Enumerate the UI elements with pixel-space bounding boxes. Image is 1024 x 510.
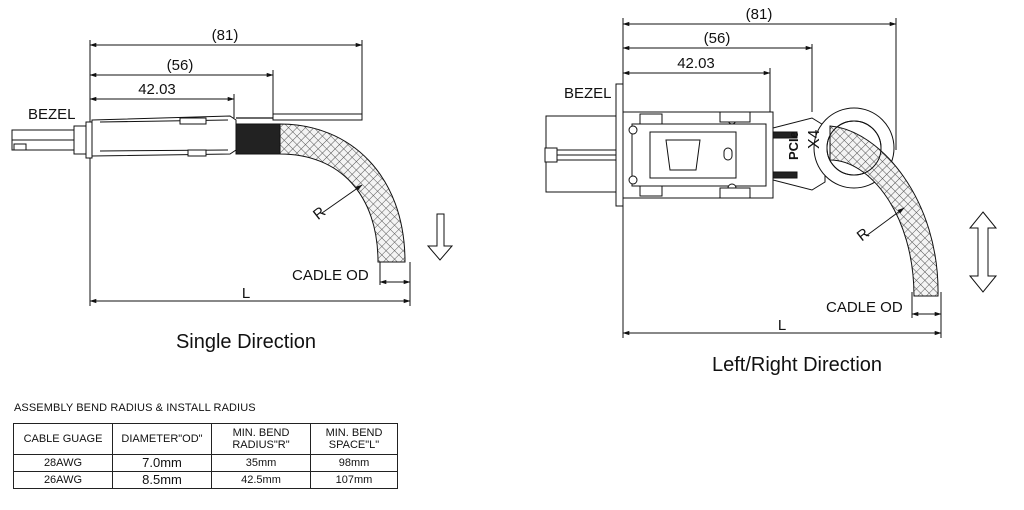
single-direction-view [11,40,454,306]
cell-space: 107mm [310,471,398,489]
dim-56-label: (56) [704,30,731,47]
dim-42-label: 42.03 [677,55,715,72]
cable-od-label: CADLE OD [826,299,903,316]
cell-gauge: 26AWG [13,471,113,489]
radius-label: R [310,203,329,223]
connector-housing [622,111,774,199]
pull-tab [272,113,363,121]
cable-boot [235,123,281,155]
length-label: L [778,317,786,334]
bezel-label: BEZEL [28,106,76,123]
header-min-bend-space: MIN. BEND SPACE"L" [310,423,398,455]
cell-radius: 42.5mm [211,471,311,489]
dim-56-label: (56) [167,57,194,74]
dim-81-label: (81) [212,27,239,44]
cell-diameter: 8.5mm [112,471,212,489]
radius-arrow [865,207,905,237]
dim-81-label: (81) [746,6,773,23]
technical-drawing: (81) (56) 42.03 BEZEL R CADLE OD L Singl… [11,6,998,376]
cell-radius: 35mm [211,454,311,472]
header-diameter: DIAMETER"OD" [112,423,212,455]
x4-label: X4 [806,129,823,149]
radius-label: R [854,225,873,245]
cell-space: 98mm [310,454,398,472]
bezel-plate [615,83,624,207]
table-row: 28AWG 7.0mm 35mm 98mm [13,454,398,472]
table-header-row: CABLE GUAGE DIAMETER"OD" MIN. BEND RADIU… [13,423,398,455]
dim-42-label: 42.03 [138,81,176,98]
bend-radius-table: CABLE GUAGE DIAMETER"OD" MIN. BEND RADIU… [13,423,398,489]
length-label: L [242,285,250,302]
single-direction-caption: Single Direction [176,331,316,353]
connector-plug [544,83,624,207]
cell-gauge: 28AWG [13,454,113,472]
up-down-arrow-icon [968,211,998,293]
radius-arrow [321,184,363,214]
connector-housing [91,113,363,157]
cell-diameter: 7.0mm [112,454,212,472]
table-title: ASSEMBLY BEND RADIUS & INSTALL RADIUS [14,402,256,414]
left-right-direction-view [544,18,998,338]
bezel-plate [85,121,93,159]
left-right-direction-caption: Left/Right Direction [712,354,882,376]
header-cable-gauge: CABLE GUAGE [13,423,113,455]
table-row: 26AWG 8.5mm 42.5mm 107mm [13,471,398,489]
cable-od-label: CADLE OD [292,267,369,284]
down-arrow-icon [426,213,454,261]
bezel-label: BEZEL [564,85,612,102]
braided-cable [279,123,406,263]
header-min-bend-radius: MIN. BEND RADIUS"R" [211,423,311,455]
pcie-label: PCIe [786,131,801,160]
connector-plug [11,121,93,159]
